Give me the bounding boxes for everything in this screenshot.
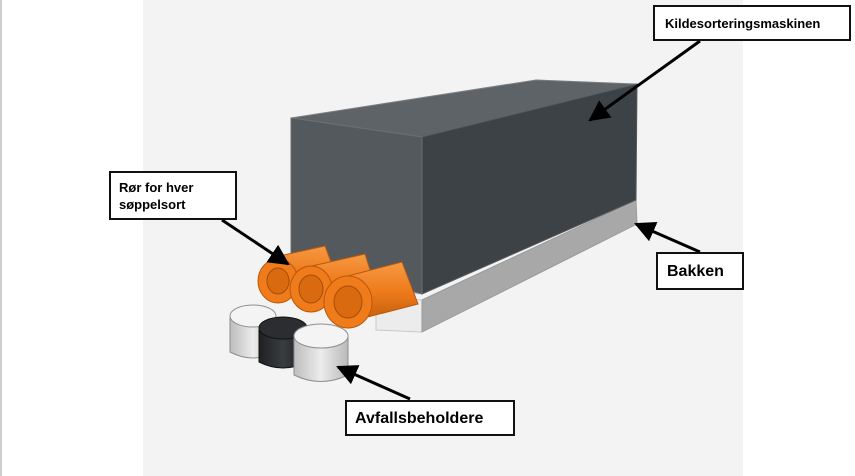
label-machine: Kildesorteringsmaskinen: [653, 5, 851, 41]
label-tray-text: Bakken: [667, 263, 724, 280]
left-border: [0, 0, 2, 476]
label-bins: Avfallsbeholdere: [345, 400, 515, 436]
label-tubes: Rør for hver søppelsort: [109, 171, 237, 220]
arrow-machine: [588, 39, 701, 122]
waste-bins: [229, 304, 349, 382]
tube-3: [323, 261, 419, 329]
arrow-tubes: [221, 218, 290, 266]
label-tubes-line1: Rør for hver: [119, 180, 194, 195]
bin-light-2: [293, 323, 349, 382]
label-bins-text: Avfallsbeholdere: [355, 410, 484, 427]
label-machine-text: Kildesorteringsmaskinen: [665, 16, 821, 31]
arrow-tray: [634, 221, 701, 254]
arrow-bins: [336, 365, 411, 401]
sorting-machine: [290, 79, 638, 295]
label-tubes-line2: søppelsort: [119, 197, 186, 212]
label-tray: Bakken: [656, 252, 744, 290]
